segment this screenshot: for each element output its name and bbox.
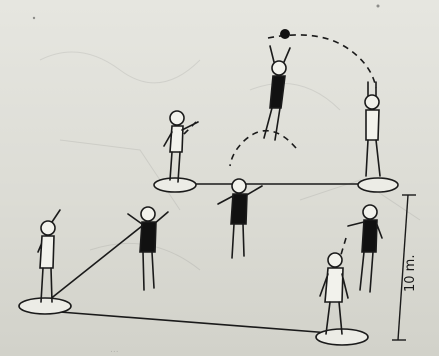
caption-fragment: ...: [110, 345, 119, 355]
spot-back-right: [358, 178, 398, 192]
player-front-right: [320, 253, 348, 334]
player-back-left: [164, 111, 198, 182]
ball: [280, 29, 290, 39]
player-jumping-top: [264, 46, 290, 140]
player-right-middle: [348, 205, 382, 292]
spot-back-left: [154, 178, 196, 192]
spot-front-left: [19, 298, 71, 314]
dimension-label: 10 m.: [403, 255, 418, 292]
player-front-left: [38, 210, 60, 302]
left-diagonal-line: [44, 226, 142, 304]
trajectory-mid-arc: [230, 131, 296, 166]
player-center: [218, 179, 262, 258]
trajectory-back-left-pass: [184, 120, 198, 134]
front-line: [60, 312, 330, 333]
scan-marks: [33, 5, 380, 20]
player-back-right: [365, 82, 380, 176]
